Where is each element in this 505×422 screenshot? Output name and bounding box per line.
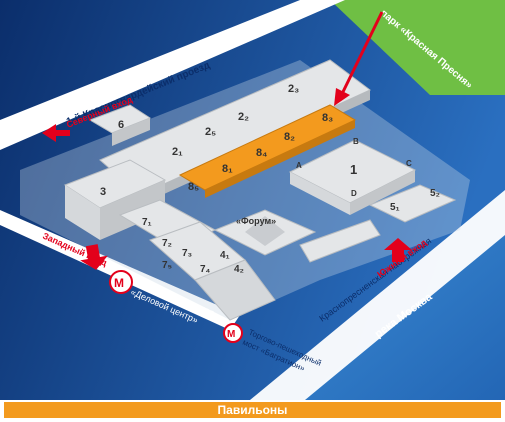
pavilion-7-group [118, 199, 276, 321]
red-pointer-arrow [338, 11, 384, 99]
pavilion-label-forum: «Форум» [236, 216, 276, 226]
pavilion-label-7-5: 7₅ [162, 260, 173, 271]
pavilion-label-8-1: 8₁ [222, 163, 233, 175]
expo-map: 6 3 2₁ 2₂ 2₃ 2₅ 8₅ 8₁ 8₄ 8₂ 8₃ 1 A B C D… [0, 0, 505, 400]
pavilion-label-5-1: 5₁ [390, 202, 400, 213]
pavilion-label-7-1: 7₁ [142, 217, 152, 228]
pavilion-8-row [178, 104, 357, 198]
pavilion-label-2-2: 2₂ [238, 111, 249, 123]
north-entrance-arrow [42, 124, 70, 142]
road-krasnogvardeysky [0, 0, 345, 150]
pavilion-corner-b: B [353, 137, 359, 146]
pavilion-label-8-4: 8₄ [256, 147, 267, 159]
pavilion-corner-c: C [406, 159, 412, 168]
red-pointer-arrowhead [334, 88, 350, 106]
pavilion-label-4-2: 4₂ [234, 264, 244, 275]
pavilion-label-7-3: 7₃ [182, 248, 193, 259]
svg-text:М: М [114, 276, 124, 290]
river-band [250, 190, 505, 400]
footer-pavilions: Павильоны [4, 402, 501, 418]
metro-icon-2: М [223, 323, 243, 343]
expo-ground [20, 60, 470, 320]
svg-text:М: М [227, 329, 235, 340]
pavilion-labels: 6 3 2₁ 2₂ 2₃ 2₅ 8₅ 8₁ 8₄ 8₂ 8₃ 1 A B C D… [100, 83, 440, 275]
south-entrance-arrow [384, 238, 412, 262]
pavilion-south-wing [299, 219, 381, 263]
park-area [330, 0, 505, 95]
pavilion-label-3: 3 [100, 186, 106, 198]
pavilion-label-7-4: 7₄ [200, 264, 211, 275]
pavilion-corner-a: A [296, 161, 302, 170]
pavilion-label-1: 1 [350, 162, 357, 177]
metro-icon: М [109, 270, 133, 294]
pavilion-label-7-2: 7₂ [162, 238, 172, 249]
pavilion-label-2-5: 2₅ [205, 126, 216, 138]
pavilion-5 [368, 184, 457, 223]
pavilion-forum [213, 209, 317, 256]
pavilion-corner-d: D [351, 189, 357, 198]
pavilion-label-8-3: 8₃ [322, 112, 333, 124]
road-west [0, 210, 240, 330]
pavilion-label-6: 6 [118, 119, 124, 131]
pavilion-label-4-1: 4₁ [220, 250, 230, 261]
pavilion-label-8-5: 8₅ [188, 181, 199, 193]
pavilion-label-2-1: 2₁ [172, 146, 183, 158]
west-entrance-arrow [80, 244, 108, 270]
pavilion-label-8-2: 8₂ [284, 131, 295, 143]
pavilion-label-2-3: 2₃ [288, 83, 299, 95]
pavilion-label-5-2: 5₂ [430, 188, 440, 199]
pavilion-1 [288, 139, 417, 215]
pavilion-6 [88, 104, 152, 146]
